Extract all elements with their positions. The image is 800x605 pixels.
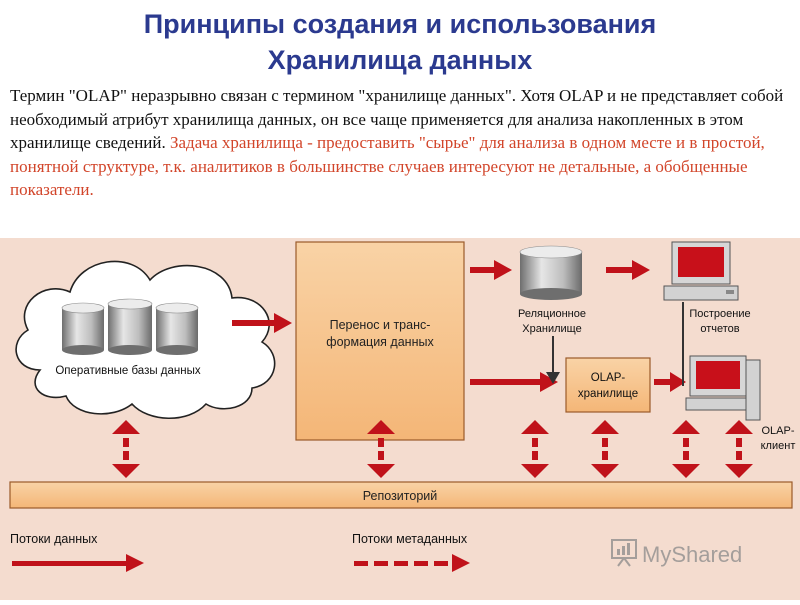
reports-computer: Построение отчетов	[663, 241, 751, 335]
repository-label: Репозиторий	[363, 489, 438, 503]
metadata-arrow-reports	[672, 420, 700, 478]
arrow-transform-to-olap	[470, 372, 558, 392]
metadata-flow-arrows	[112, 420, 753, 478]
paragraph-highlight: Задача хранилища - предоставить "сырье" …	[10, 133, 765, 199]
relational-label-line2: Хранилище	[522, 323, 581, 335]
legend-data-flow-label: Потоки данных	[10, 532, 98, 546]
architecture-diagram: Оперативные базы данных Перенос и транс-…	[0, 238, 800, 600]
arrow-cloud-to-transform	[232, 313, 292, 333]
transform-label-line2: формация данных	[326, 335, 434, 349]
arrow-relational-to-reports	[606, 260, 650, 280]
metadata-arrow-transform	[367, 420, 395, 478]
legend-dashed-arrow	[354, 554, 470, 572]
olap-storage-line1: OLAP-	[591, 372, 626, 384]
arrow-olap-to-client	[654, 372, 686, 392]
transform-box: Перенос и транс- формация данных	[295, 241, 465, 441]
intro-paragraph: Термин "OLAP" неразрывно связан с термин…	[10, 84, 795, 202]
reports-label-line2: отчетов	[700, 323, 739, 335]
legend-solid-arrow	[12, 554, 144, 572]
metadata-arrow-client	[725, 420, 753, 478]
data-flow-arrows	[232, 260, 686, 392]
olap-client-line1: OLAP-	[761, 425, 794, 437]
database-cylinder-icon	[61, 302, 105, 355]
watermark-text: MyShared	[642, 542, 742, 567]
olap-client-line2: клиент	[761, 440, 796, 452]
operational-db-label: Оперативные базы данных	[55, 365, 201, 377]
database-cylinder-icon	[155, 302, 199, 355]
paragraph-text: Термин "OLAP" неразрывно связан с термин…	[10, 86, 784, 152]
title-line-1: Принципы создания и использования	[143, 9, 657, 39]
legend-metadata-flow-label: Потоки метаданных	[352, 532, 468, 546]
arrow-relational-to-client	[682, 302, 684, 386]
operational-databases-cloud: Оперативные базы данных	[15, 260, 276, 420]
olap-storage-box: OLAP- хранилище	[565, 357, 651, 413]
legend: Потоки данных Потоки метаданных	[10, 532, 470, 572]
arrow-relational-to-olap	[546, 336, 560, 384]
database-cylinder-icon	[107, 298, 153, 355]
metadata-arrow-relational	[521, 420, 549, 478]
metadata-arrow-cloud	[112, 420, 140, 478]
database-cylinder-icon	[519, 245, 583, 300]
computer-icon	[685, 355, 761, 421]
computer-icon	[663, 241, 739, 301]
presentation-icon	[611, 539, 637, 567]
relational-label-line1: Реляционное	[518, 308, 586, 320]
relational-storage: Реляционное Хранилище	[518, 245, 586, 335]
arrow-transform-to-relational	[470, 260, 512, 280]
watermark: MyShared	[611, 539, 742, 567]
reports-label-line1: Построение	[689, 308, 750, 320]
transform-label-line1: Перенос и транс-	[330, 318, 431, 332]
page-title: Принципы создания и использования Хранил…	[0, 6, 800, 78]
olap-client-computer: OLAP- клиент	[685, 355, 796, 452]
title-line-2: Хранилища данных	[267, 45, 533, 75]
repository-bar: Репозиторий	[9, 481, 793, 509]
olap-storage-line2: хранилище	[578, 388, 638, 400]
metadata-arrow-olap	[591, 420, 619, 478]
